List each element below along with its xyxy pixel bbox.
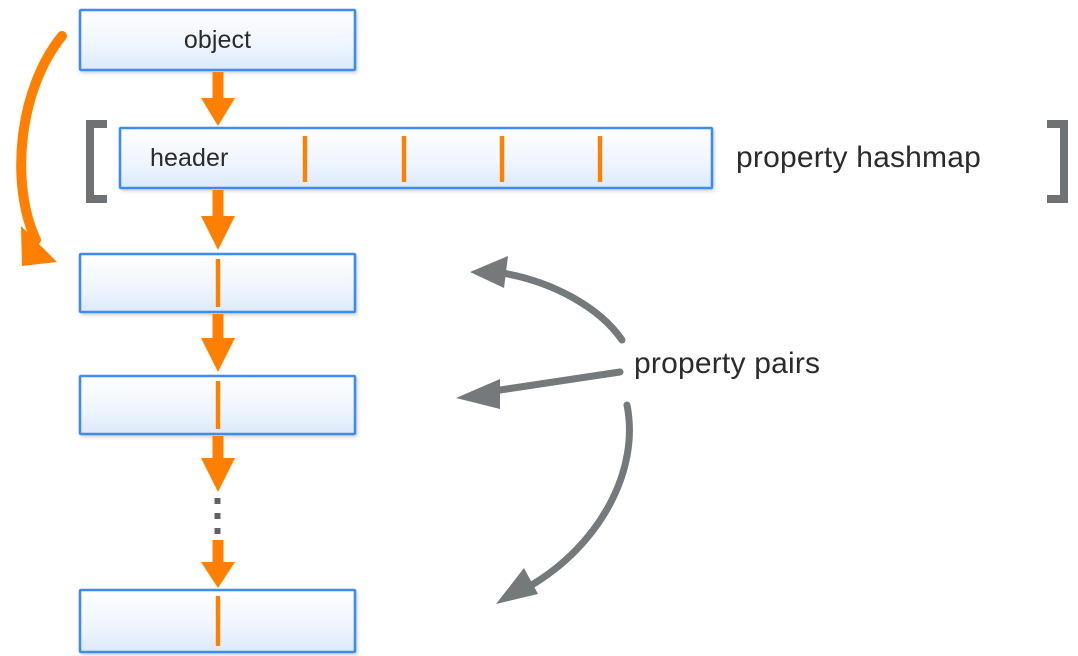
gray-pointer-arrow-middle: [456, 368, 624, 409]
hashmap-bucket-ticks: [302, 136, 603, 182]
orange-arrow-pair2-to-ellipsis: [201, 436, 235, 492]
object-box[interactable]: [78, 8, 357, 72]
property-pair-box-1[interactable]: [78, 252, 357, 314]
property-pair-box-3[interactable]: [78, 588, 357, 654]
gray-pointer-arrow-bottom: [496, 401, 633, 604]
ellipsis-dots: [214, 498, 221, 534]
property-hashmap-label: property hashmap: [736, 141, 982, 174]
orange-arrow-pair1-to-pair2: [201, 314, 235, 372]
bracket-open-icon: [86, 120, 107, 203]
orange-arrow-object-to-header: [201, 72, 235, 126]
orange-curved-arrow-object-to-pairs: [16, 31, 67, 266]
bracket-close-icon: [1047, 120, 1068, 203]
property-hashmap-box[interactable]: [118, 126, 714, 190]
orange-arrow-ellipsis-to-pair3: [201, 540, 235, 588]
property-pair-box-2[interactable]: [78, 374, 357, 436]
orange-arrow-header-to-pair1: [201, 190, 235, 250]
property-pairs-label: property pairs: [634, 347, 821, 380]
gray-pointer-arrow-top: [470, 256, 626, 344]
